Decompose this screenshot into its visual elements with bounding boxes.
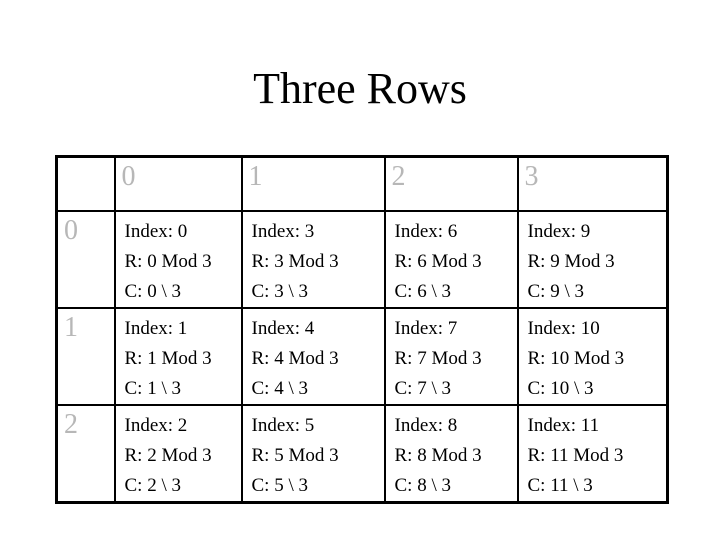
cell-r2c3: Index: 11 R: 11 Mod 3 C: 11 \ 3 (516, 403, 669, 503)
cell-line-index: Index: 0 (124, 220, 188, 242)
cell-line-mod: R: 0 Mod 3 (124, 250, 212, 272)
cell-r2c1: Index: 5 R: 5 Mod 3 C: 5 \ 3 (240, 403, 386, 503)
cell-line-div: C: 3 \ 3 (251, 280, 308, 302)
cell-line-div: C: 9 \ 3 (527, 280, 584, 302)
cell-r2c0: Index: 2 R: 2 Mod 3 C: 2 \ 3 (113, 403, 243, 503)
table-row-2: 2 Index: 2 R: 2 Mod 3 C: 2 \ 3 Index: 5 … (55, 403, 669, 503)
corner-cell (55, 155, 116, 212)
slide-title: Three Rows (253, 64, 467, 113)
cell-line-mod: R: 4 Mod 3 (251, 347, 339, 369)
cell-line-index: Index: 4 (251, 317, 315, 339)
cell-line-div: C: 11 \ 3 (527, 474, 593, 496)
cell-line-index: Index: 9 (527, 220, 591, 242)
cell-line-index: Index: 2 (124, 414, 188, 436)
cell-line-mod: R: 9 Mod 3 (527, 250, 615, 272)
cell-line-div: C: 1 \ 3 (124, 377, 181, 399)
cell-r0c3: Index: 9 R: 9 Mod 3 C: 9 \ 3 (516, 209, 669, 309)
cell-line-index: Index: 8 (394, 414, 458, 436)
cell-line-mod: R: 2 Mod 3 (124, 444, 212, 466)
cell-line-div: C: 10 \ 3 (527, 377, 594, 399)
column-header-1: 1 (240, 155, 386, 212)
cell-r0c2: Index: 6 R: 6 Mod 3 C: 6 \ 3 (383, 209, 519, 309)
cell-line-index: Index: 5 (251, 414, 315, 436)
table-row-0: 0 Index: 0 R: 0 Mod 3 C: 0 \ 3 Index: 3 … (55, 209, 669, 309)
cell-line-div: C: 8 \ 3 (394, 474, 451, 496)
cell-line-index: Index: 1 (124, 317, 188, 339)
cell-line-div: C: 6 \ 3 (394, 280, 451, 302)
cell-r1c1: Index: 4 R: 4 Mod 3 C: 4 \ 3 (240, 306, 386, 406)
cell-line-div: C: 5 \ 3 (251, 474, 308, 496)
cell-line-mod: R: 8 Mod 3 (394, 444, 482, 466)
column-header-2: 2 (383, 155, 519, 212)
cell-r1c0: Index: 1 R: 1 Mod 3 C: 1 \ 3 (113, 306, 243, 406)
column-header-3: 3 (516, 155, 669, 212)
cell-line-mod: R: 10 Mod 3 (527, 347, 625, 369)
cell-line-mod: R: 1 Mod 3 (124, 347, 212, 369)
cell-line-div: C: 2 \ 3 (124, 474, 181, 496)
cell-line-mod: R: 11 Mod 3 (527, 444, 624, 466)
cell-line-mod: R: 5 Mod 3 (251, 444, 339, 466)
index-table: 0 1 2 3 0 Index: 0 R: 0 Mod 3 C: 0 \ 3 I… (55, 155, 669, 504)
cell-line-index: Index: 11 (527, 414, 600, 436)
row-header-2: 2 (55, 403, 116, 503)
cell-line-index: Index: 7 (394, 317, 458, 339)
column-header-0: 0 (113, 155, 243, 212)
cell-line-div: C: 0 \ 3 (124, 280, 181, 302)
cell-line-index: Index: 3 (251, 220, 315, 242)
header-row: 0 1 2 3 (55, 155, 669, 212)
cell-line-mod: R: 3 Mod 3 (251, 250, 339, 272)
cell-line-index: Index: 6 (394, 220, 458, 242)
cell-line-mod: R: 7 Mod 3 (394, 347, 482, 369)
row-header-0: 0 (55, 209, 116, 309)
cell-line-div: C: 4 \ 3 (251, 377, 308, 399)
cell-r0c1: Index: 3 R: 3 Mod 3 C: 3 \ 3 (240, 209, 386, 309)
cell-r1c2: Index: 7 R: 7 Mod 3 C: 7 \ 3 (383, 306, 519, 406)
table-row-1: 1 Index: 1 R: 1 Mod 3 C: 1 \ 3 Index: 4 … (55, 306, 669, 406)
row-header-1: 1 (55, 306, 116, 406)
cell-line-mod: R: 6 Mod 3 (394, 250, 482, 272)
cell-line-div: C: 7 \ 3 (394, 377, 451, 399)
cell-r0c0: Index: 0 R: 0 Mod 3 C: 0 \ 3 (113, 209, 243, 309)
cell-line-index: Index: 10 (527, 317, 600, 339)
cell-r1c3: Index: 10 R: 10 Mod 3 C: 10 \ 3 (516, 306, 669, 406)
cell-r2c2: Index: 8 R: 8 Mod 3 C: 8 \ 3 (383, 403, 519, 503)
